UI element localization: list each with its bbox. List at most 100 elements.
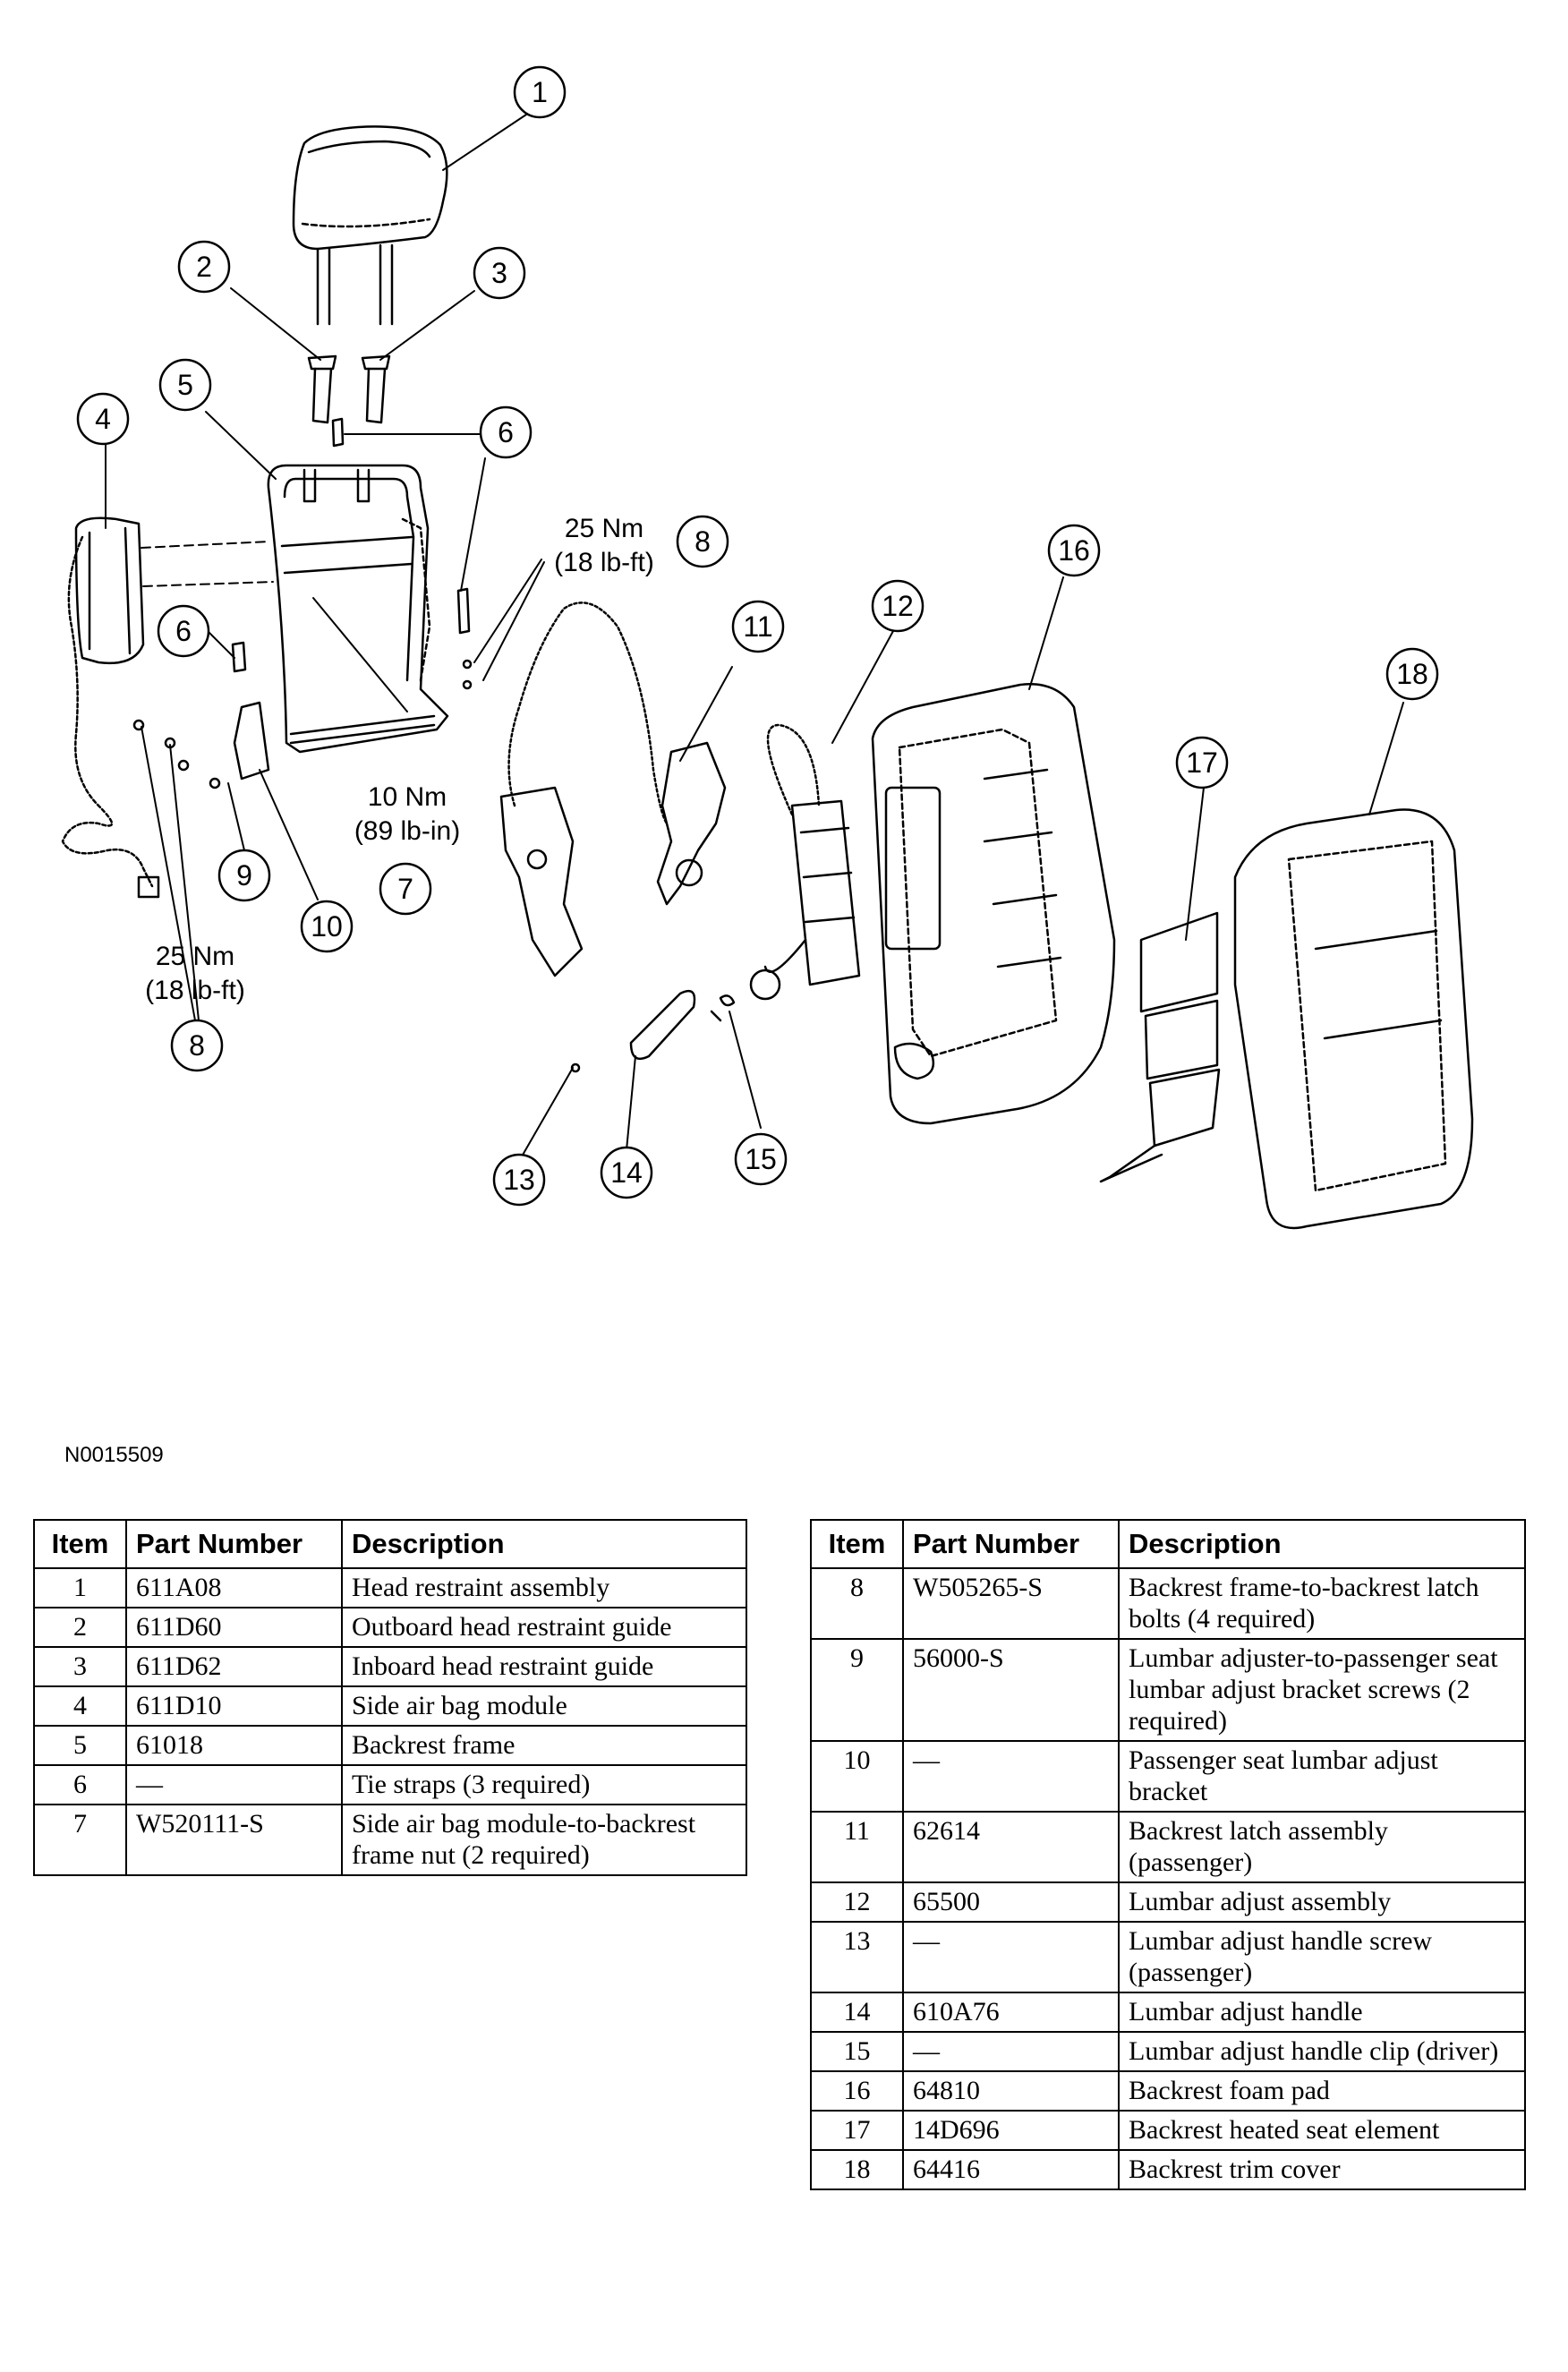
torque-7-lbin: (89 lb-in) (354, 816, 460, 846)
cell-item: 15 (810, 2031, 904, 2072)
cell-item: 17 (810, 2110, 904, 2151)
cell-description: Head restraint assembly (341, 1567, 747, 1608)
cell-item: 10 (810, 1740, 904, 1813)
callout-markers: 1 2 3 4 5 6 6 8 11 12 16 18 17 7 9 10 8 … (76, 65, 1439, 1207)
callout-11: 11 (731, 600, 785, 653)
callout-7: 7 (379, 862, 432, 916)
table-row: 13—Lumbar adjust handle screw (passenger… (810, 1921, 1526, 1993)
callout-18-label: 18 (1396, 658, 1428, 690)
cell-description: Outboard head restraint guide (341, 1607, 747, 1648)
header-part-number: Part Number (125, 1519, 343, 1569)
cell-part-number: 64810 (902, 2070, 1120, 2112)
cell-item: 7 (33, 1804, 127, 1876)
cell-item: 11 (810, 1811, 904, 1883)
cell-part-number: 14D696 (902, 2110, 1120, 2151)
callout-5-label: 5 (177, 369, 193, 401)
callout-18: 18 (1385, 647, 1439, 701)
callout-6-lower: 6 (157, 604, 210, 658)
side-air-bag-module-drawing (61, 516, 160, 899)
cell-part-number: — (902, 2031, 1120, 2072)
callout-14-label: 14 (610, 1156, 643, 1189)
torque-8-lower-nm: 25 Nm (156, 942, 234, 971)
cell-item: 8 (810, 1567, 904, 1640)
lumbar-adjust-bracket-drawing (233, 701, 270, 781)
tie-strap-right (456, 587, 471, 635)
cell-part-number: 61018 (125, 1725, 343, 1766)
cell-description: Passenger seat lumbar adjust bracket (1118, 1740, 1526, 1813)
cell-description: Lumbar adjust handle clip (driver) (1118, 2031, 1526, 2072)
head-restraint-drawing (292, 125, 448, 326)
backrest-latch-assembly-drawing (499, 602, 727, 977)
torque-specs: 25 Nm (18 lb-ft) 10 Nm (89 lb-in) 25 Nm … (145, 514, 654, 1005)
callout-3-label: 3 (491, 257, 507, 289)
callout-1-label: 1 (532, 76, 548, 108)
cell-description: Lumbar adjust handle (1118, 1992, 1526, 2033)
callout-3: 3 (473, 246, 526, 300)
cell-item: 1 (33, 1567, 127, 1608)
backrest-trim-cover-drawing (1233, 808, 1474, 1230)
callout-12: 12 (871, 579, 925, 633)
cell-part-number: 611A08 (125, 1567, 343, 1608)
cell-item: 13 (810, 1921, 904, 1993)
table-row: 15—Lumbar adjust handle clip (driver) (810, 2031, 1526, 2072)
cell-item: 18 (810, 2149, 904, 2190)
cell-part-number: 62614 (902, 1811, 1120, 1883)
header-item: Item (33, 1519, 127, 1569)
cell-description: Inboard head restraint guide (341, 1646, 747, 1687)
header-description: Description (1118, 1519, 1526, 1569)
callout-9: 9 (217, 849, 271, 902)
cell-part-number: W520111-S (125, 1804, 343, 1876)
airbag-attach-lines (141, 541, 274, 587)
cell-part-number: 64416 (902, 2149, 1120, 2190)
callout-16: 16 (1047, 524, 1101, 577)
tie-strap-upper (331, 417, 345, 448)
callout-13-label: 13 (503, 1164, 535, 1196)
torque-8-upper-lbft: (18 lb-ft) (554, 548, 654, 577)
figure-id: N0015509 (64, 1443, 164, 1467)
tie-strap-left (231, 641, 247, 673)
callout-16-label: 16 (1058, 534, 1090, 567)
cell-description: Tie straps (3 required) (341, 1764, 747, 1805)
callout-10-label: 10 (311, 910, 343, 943)
cell-part-number: — (902, 1740, 1120, 1813)
callout-7-label: 7 (397, 873, 413, 905)
callout-12-label: 12 (882, 590, 914, 622)
cell-part-number: 65500 (902, 1881, 1120, 1923)
callout-2: 2 (177, 240, 231, 294)
callout-9-label: 9 (236, 859, 252, 892)
cell-item: 3 (33, 1646, 127, 1687)
cell-description: Backrest latch assembly (passenger) (1118, 1811, 1526, 1883)
callout-5: 5 (158, 358, 212, 412)
cell-part-number: 611D60 (125, 1607, 343, 1648)
head-restraint-guides-drawing (307, 354, 391, 424)
cell-description: Side air bag module-to-backrest frame nu… (341, 1804, 747, 1876)
callout-17: 17 (1175, 736, 1229, 789)
cell-item: 5 (33, 1725, 127, 1766)
cell-item: 16 (810, 2070, 904, 2112)
callout-8b-label: 8 (189, 1029, 205, 1062)
callout-1: 1 (513, 65, 567, 119)
torque-7-nm: 10 Nm (368, 782, 447, 812)
cell-part-number: — (902, 1921, 1120, 1993)
torque-8-upper-nm: 25 Nm (565, 514, 643, 543)
callout-2-label: 2 (196, 251, 212, 283)
callout-15: 15 (734, 1132, 788, 1186)
cell-item: 4 (33, 1685, 127, 1727)
callout-8-label: 8 (695, 525, 711, 558)
header-item: Item (810, 1519, 904, 1569)
table-row: 6—Tie straps (3 required) (33, 1764, 747, 1805)
cell-item: 6 (33, 1764, 127, 1805)
callout-15-label: 15 (745, 1143, 777, 1175)
